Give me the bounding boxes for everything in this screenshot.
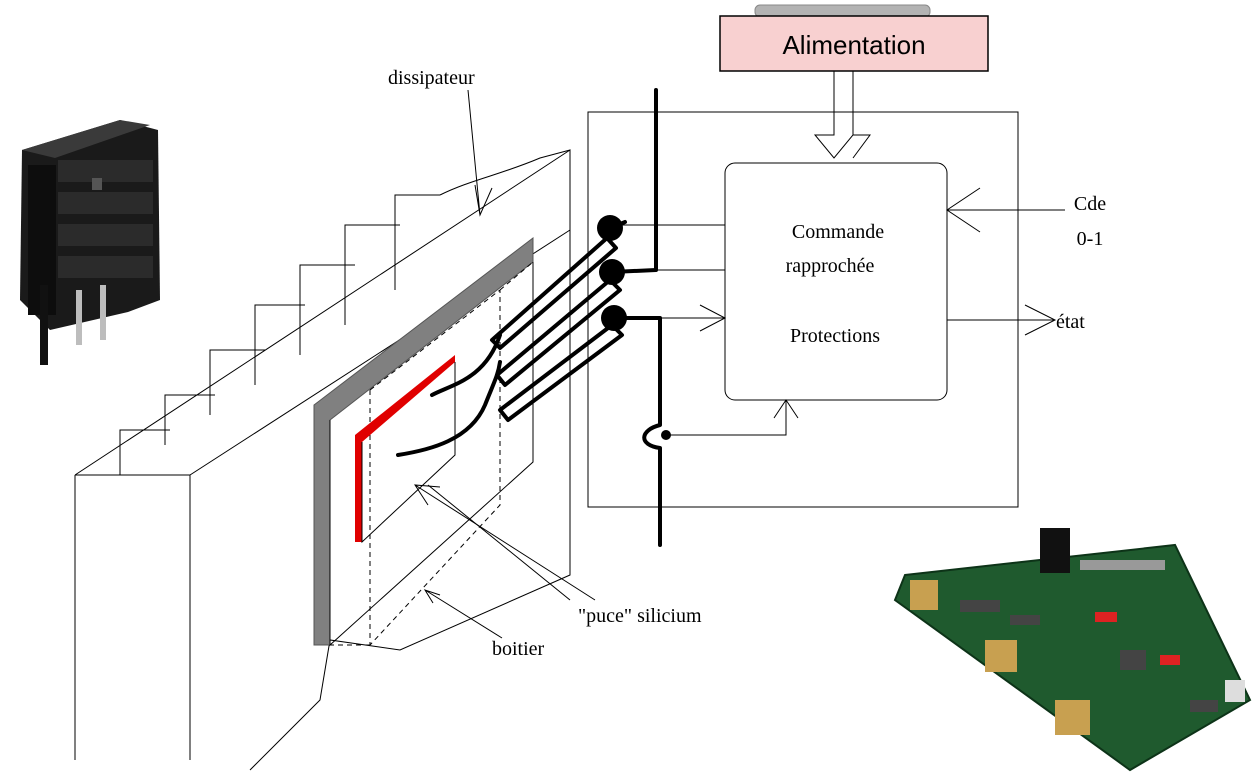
- rapprochee-label: rapprochée: [786, 255, 875, 277]
- puce-label: "puce" silicium: [578, 605, 702, 627]
- signal-lines: [620, 187, 1065, 440]
- heatsink-drawing: [74, 149, 571, 771]
- etat-label: état: [1056, 311, 1085, 333]
- cde-value-label: 0-1: [1077, 228, 1104, 250]
- protections-label: Protections: [790, 325, 880, 347]
- alimentation-block: Alimentation: [719, 4, 989, 159]
- leads: [490, 215, 627, 422]
- dissipateur-label: dissipateur: [388, 67, 475, 89]
- driver-board-photo: [893, 528, 1252, 772]
- alimentation-label: Alimentation: [782, 30, 925, 60]
- control-block: [724, 162, 948, 401]
- module-outline: [587, 111, 1019, 508]
- boitier-label: boitier: [492, 638, 545, 660]
- power-terminals: [608, 88, 662, 547]
- commande-label: Commande: [792, 221, 884, 243]
- package-drawing: [313, 236, 534, 647]
- cde-label: Cde: [1074, 193, 1106, 215]
- heatsink-photo: [20, 120, 160, 365]
